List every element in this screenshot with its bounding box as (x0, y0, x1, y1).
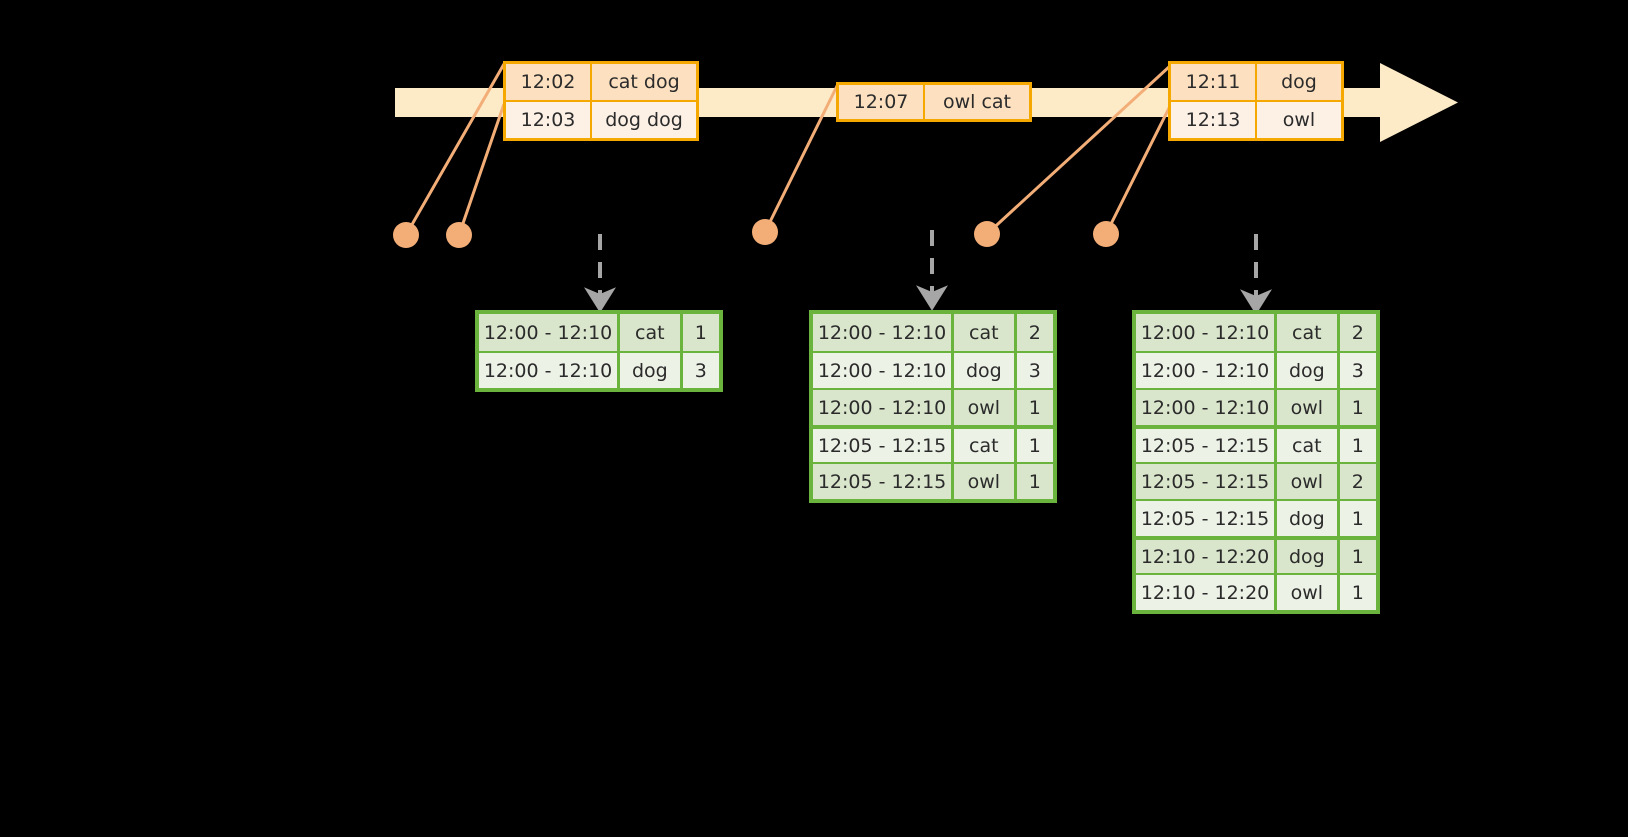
window-range: 12:00 - 12:10 (479, 314, 621, 351)
window-key: dog (1277, 353, 1340, 388)
table-row: 12:00 - 12:10 dog 3 (1136, 351, 1376, 388)
window-key: cat (954, 314, 1017, 351)
window-key: cat (620, 314, 683, 351)
window-range: 12:10 - 12:20 (1136, 575, 1278, 610)
window-key: owl (1277, 464, 1340, 499)
table-row: 12:10 - 12:20 dog 1 (1136, 536, 1376, 573)
window-key: owl (1277, 390, 1340, 425)
event-group-2: 12:07 owl cat (836, 82, 1032, 122)
window-count: 2 (1351, 321, 1364, 344)
event-dot-3 (752, 219, 778, 245)
event-value: cat dog (608, 71, 680, 93)
event-row: 12:11 dog (1171, 64, 1341, 100)
event-time: 12:13 (1171, 102, 1257, 138)
event-time: 12:02 (506, 64, 592, 100)
window-count: 1 (694, 321, 707, 344)
table-row: 12:00 - 12:10 cat 1 (479, 314, 719, 351)
window-count: 1 (1351, 434, 1364, 457)
window-count: 3 (1028, 359, 1041, 382)
table-row: 12:05 - 12:15 owl 2 (1136, 462, 1376, 499)
event-time: 12:03 (506, 102, 592, 138)
window-count: 1 (1028, 470, 1041, 493)
connector-line-5 (1104, 105, 1172, 235)
event-dot-5 (1093, 221, 1119, 247)
window-key: owl (1277, 575, 1340, 610)
event-value: owl (1282, 109, 1316, 131)
table-row: 12:10 - 12:20 owl 1 (1136, 573, 1376, 610)
table-row: 12:00 - 12:10 dog 3 (479, 351, 719, 388)
window-table-3: 12:00 - 12:10 cat 2 12:00 - 12:10 dog 3 … (1132, 310, 1380, 614)
table-row: 12:00 - 12:10 dog 3 (813, 351, 1053, 388)
window-key: owl (954, 464, 1017, 499)
window-key: owl (954, 390, 1017, 425)
window-key: cat (954, 429, 1017, 462)
window-count: 3 (1351, 359, 1364, 382)
event-row: 12:02 cat dog (506, 64, 696, 100)
event-row: 12:03 dog dog (506, 100, 696, 138)
connector-line-1 (404, 63, 506, 236)
window-count: 2 (1351, 470, 1364, 493)
table-row: 12:05 - 12:15 cat 1 (1136, 425, 1376, 462)
window-range: 12:05 - 12:15 (1136, 464, 1278, 499)
window-table-1: 12:00 - 12:10 cat 1 12:00 - 12:10 dog 3 (475, 310, 723, 392)
connector-line-3 (763, 83, 840, 233)
window-count: 1 (1351, 507, 1364, 530)
window-range: 12:05 - 12:15 (1136, 501, 1278, 536)
table-row: 12:00 - 12:10 owl 1 (1136, 388, 1376, 425)
window-range: 12:05 - 12:15 (813, 464, 955, 499)
connector-line-2 (457, 103, 506, 236)
event-value: owl cat (942, 91, 1012, 113)
window-range: 12:00 - 12:10 (1136, 353, 1278, 388)
table-row: 12:00 - 12:10 cat 2 (813, 314, 1053, 351)
table-row: 12:05 - 12:15 dog 1 (1136, 499, 1376, 536)
table-row: 12:00 - 12:10 owl 1 (813, 388, 1053, 425)
event-value: dog dog (605, 109, 683, 131)
table-row: 12:05 - 12:15 cat 1 (813, 425, 1053, 462)
dashed-arrows (584, 230, 1272, 315)
window-range: 12:00 - 12:10 (813, 314, 955, 351)
window-range: 12:10 - 12:20 (1136, 540, 1278, 573)
table-row: 12:00 - 12:10 cat 2 (1136, 314, 1376, 351)
window-count: 1 (1351, 581, 1364, 604)
window-key: cat (1277, 314, 1340, 351)
window-range: 12:00 - 12:10 (479, 353, 621, 388)
window-count: 1 (1351, 396, 1364, 419)
event-group-1: 12:02 cat dog 12:03 dog dog (503, 61, 699, 141)
event-dot-4 (974, 221, 1000, 247)
event-value: dog (1281, 71, 1317, 93)
event-time: 12:07 (839, 85, 925, 119)
window-range: 12:00 - 12:10 (813, 353, 955, 388)
window-count: 2 (1028, 321, 1041, 344)
event-group-3: 12:11 dog 12:13 owl (1168, 61, 1344, 141)
window-key: dog (954, 353, 1017, 388)
event-dot-1 (393, 222, 419, 248)
window-count: 1 (1351, 545, 1364, 568)
window-range: 12:00 - 12:10 (1136, 314, 1278, 351)
event-dot-2 (446, 222, 472, 248)
window-key: dog (1277, 540, 1340, 573)
event-row: 12:13 owl (1171, 100, 1341, 138)
event-dots (393, 219, 1119, 248)
event-time: 12:11 (1171, 64, 1257, 100)
window-count: 1 (1028, 396, 1041, 419)
window-key: dog (620, 353, 683, 388)
window-key: cat (1277, 429, 1340, 462)
window-table-2: 12:00 - 12:10 cat 2 12:00 - 12:10 dog 3 … (809, 310, 1057, 503)
event-row: 12:07 owl cat (839, 85, 1029, 119)
window-range: 12:05 - 12:15 (1136, 429, 1278, 462)
table-row: 12:05 - 12:15 owl 1 (813, 462, 1053, 499)
window-key: dog (1277, 501, 1340, 536)
window-range: 12:00 - 12:10 (813, 390, 955, 425)
window-range: 12:05 - 12:15 (813, 429, 955, 462)
window-count: 3 (694, 359, 707, 382)
window-range: 12:00 - 12:10 (1136, 390, 1278, 425)
window-count: 1 (1028, 434, 1041, 457)
